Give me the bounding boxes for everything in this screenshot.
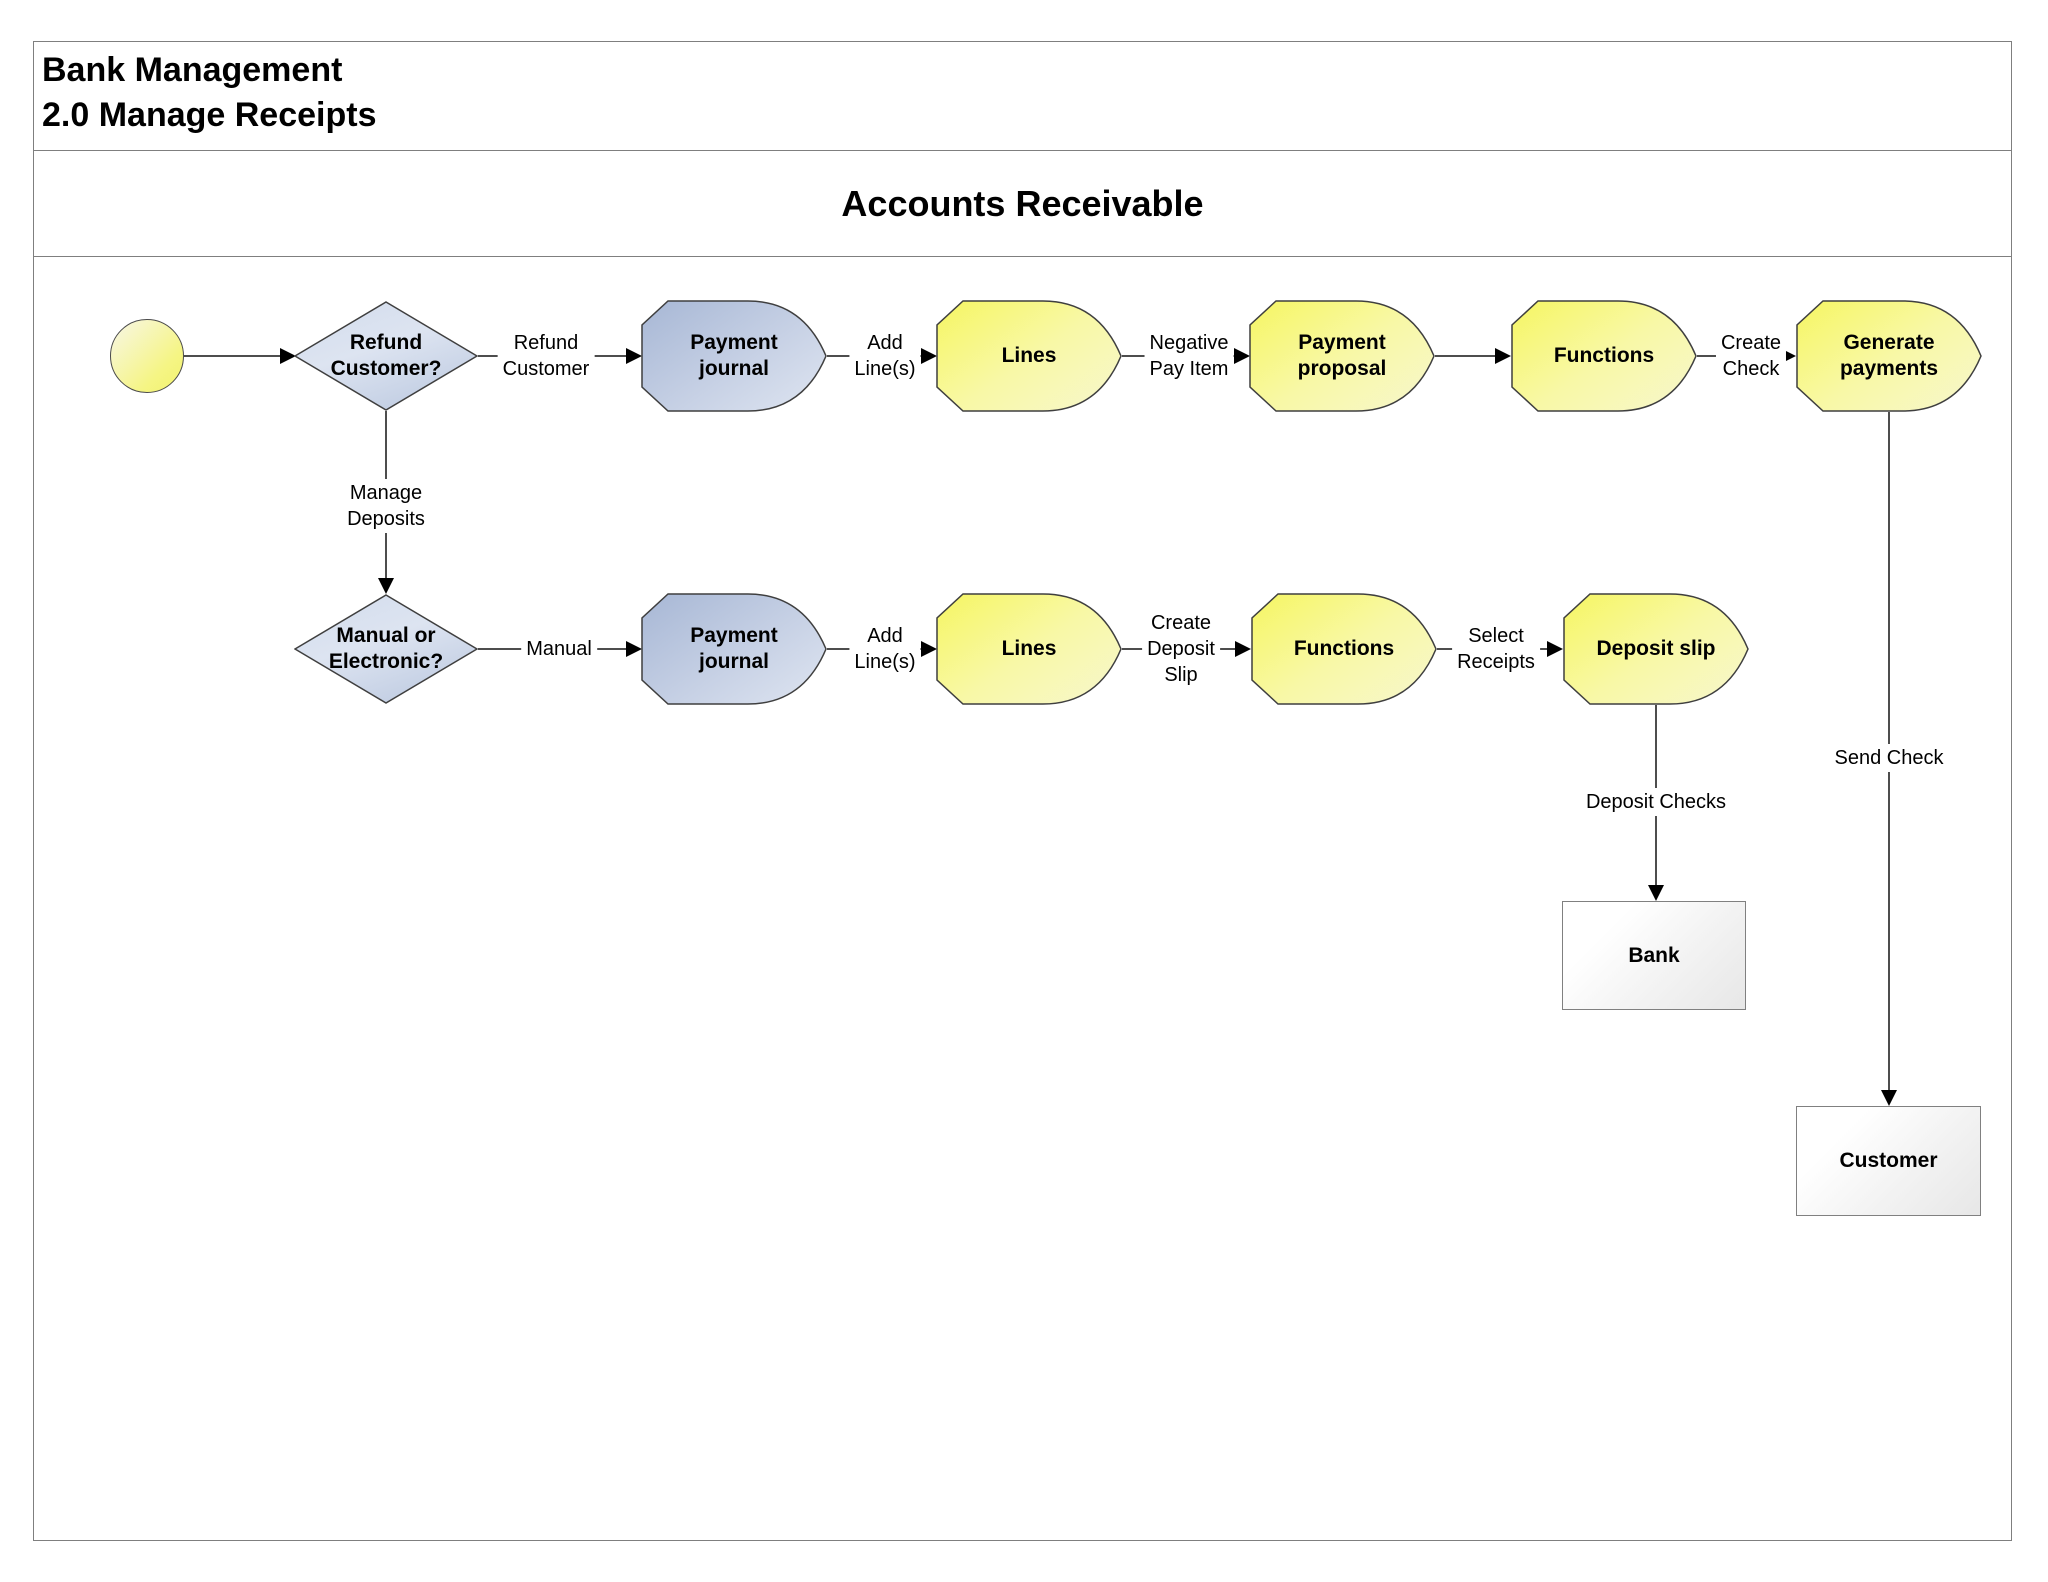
diagram-title-line1: Bank Management	[42, 51, 343, 89]
arrowhead-into-manual-decision	[378, 578, 394, 594]
node-label-deposit-slip: Deposit slip	[1596, 637, 1716, 660]
edge-label-select-receipts: Select Receipts	[1452, 622, 1540, 676]
node-label-lines-1: Lines	[1001, 344, 1057, 367]
edge-label-refund-customer: Refund Customer	[497, 329, 595, 383]
decision-diamond-shape	[294, 301, 478, 411]
node-bank: Bank	[1562, 901, 1746, 1010]
node-payment-journal-1: Payment journal	[641, 300, 827, 412]
node-generate-payments: Generate payments	[1796, 300, 1982, 412]
edge-label-create-deposit-slip: Create Deposit Slip	[1142, 609, 1220, 689]
decision-diamond-shape	[294, 594, 478, 704]
edge-label-manual: Manual	[521, 635, 597, 663]
lane-title: Accounts Receivable	[841, 182, 1204, 224]
arrowhead-into-bank	[1648, 885, 1664, 901]
process-shape	[936, 300, 1122, 412]
diagram-frame: Bank Management 2.0 Manage Receipts Acco…	[33, 41, 2012, 1541]
edge-label-negative-pay-item: Negative Pay Item	[1144, 329, 1234, 383]
arrowhead-into-deposit-slip	[1547, 641, 1563, 657]
node-start-circle	[110, 319, 184, 393]
node-lines-2: Lines	[936, 593, 1122, 705]
process-shape	[1251, 593, 1437, 705]
node-payment-journal-2: Payment journal	[641, 593, 827, 705]
arrowhead-into-refund-decision	[280, 348, 296, 364]
node-customer: Customer	[1796, 1106, 1981, 1216]
edge-label-add-lines-1: Add Line(s)	[849, 329, 921, 383]
lane-header: Accounts Receivable	[34, 151, 2011, 257]
node-label-refund-decision: Refund Customer?	[330, 331, 442, 380]
diagram-title-line2: 2.0 Manage Receipts	[42, 96, 377, 134]
node-label-manual-decision: Manual or Electronic?	[328, 624, 444, 673]
connector-start-to-refund-decision	[184, 355, 282, 357]
process-shape	[936, 593, 1122, 705]
arrowhead-into-functions-2	[1235, 641, 1251, 657]
node-label-generate-payments: Generate payments	[1839, 331, 1939, 380]
node-label-bank: Bank	[1628, 943, 1680, 967]
node-label-functions-1: Functions	[1553, 344, 1655, 367]
diagram-title: Bank Management 2.0 Manage Receipts	[34, 42, 2011, 138]
node-label-payment-proposal: Payment proposal	[1297, 331, 1387, 380]
node-functions-2: Functions	[1251, 593, 1437, 705]
edge-label-create-check: Create Check	[1715, 329, 1787, 383]
arrowhead-into-lines-1	[921, 348, 937, 364]
arrowhead-into-payment-proposal	[1234, 348, 1250, 364]
arrowhead-into-lines-2	[921, 641, 937, 657]
node-lines-1: Lines	[936, 300, 1122, 412]
node-label-lines-2: Lines	[1001, 637, 1057, 660]
process-shape	[1796, 300, 1982, 412]
node-payment-proposal: Payment proposal	[1249, 300, 1435, 412]
process-shape	[1249, 300, 1435, 412]
edge-label-add-lines-2: Add Line(s)	[849, 622, 921, 676]
process-shape	[641, 300, 827, 412]
node-label-payment-journal-1: Payment journal	[690, 331, 778, 380]
arrowhead-into-payment-journal-1	[626, 348, 642, 364]
node-label-functions-2: Functions	[1293, 637, 1395, 660]
arrowhead-into-payment-journal-2	[626, 641, 642, 657]
edge-label-send-check: Send Check	[1829, 744, 1949, 772]
node-deposit-slip: Deposit slip	[1563, 593, 1749, 705]
flowchart-canvas: Refund Customer Add Line(s) Negative Pay…	[34, 257, 2011, 1542]
process-shape	[1511, 300, 1697, 412]
process-shape	[641, 593, 827, 705]
node-manual-decision: Manual or Electronic?	[294, 594, 478, 704]
process-shape	[1563, 593, 1749, 705]
node-refund-decision: Refund Customer?	[294, 301, 478, 411]
node-label-customer: Customer	[1839, 1149, 1938, 1172]
connector-payment-proposal-to-functions-1	[1435, 355, 1497, 357]
edge-label-manage-deposits: Manage Deposits	[342, 479, 430, 533]
edge-label-deposit-checks: Deposit Checks	[1580, 788, 1732, 816]
title-block: Bank Management 2.0 Manage Receipts	[34, 42, 2011, 151]
node-label-payment-journal-2: Payment journal	[690, 624, 778, 673]
arrowhead-into-functions-1	[1495, 348, 1511, 364]
node-functions-1: Functions	[1511, 300, 1697, 412]
arrowhead-into-customer	[1881, 1090, 1897, 1106]
